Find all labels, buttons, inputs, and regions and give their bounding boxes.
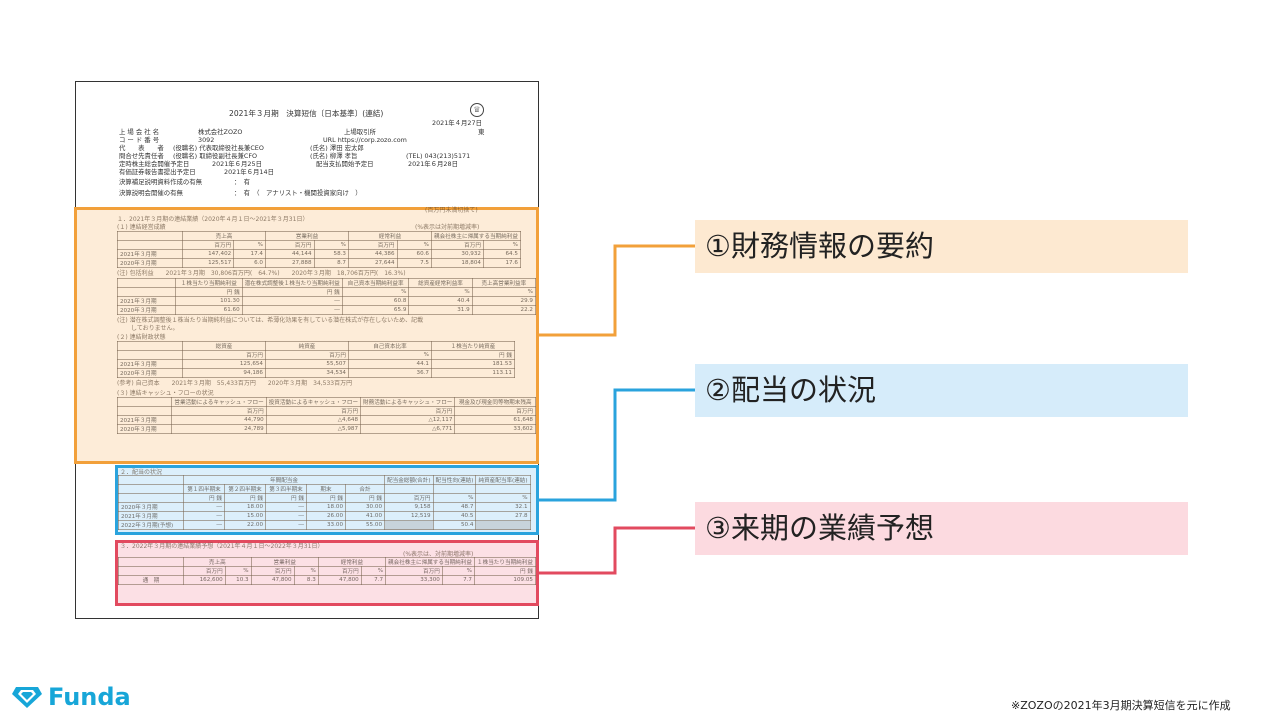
report-label: 有価証券報告書提出予定日 xyxy=(119,168,196,176)
dividend-status-label: ②配当の状況 xyxy=(695,364,1188,417)
dividend-status-highlight: ２．配当の状況 年間配当金 配当金総額(合計) 配当性向(連結) 純資産配当率(… xyxy=(115,465,539,535)
dividend-table: 年間配当金 配当金総額(合計) 配当性向(連結) 純資産配当率(連結) 第１四半… xyxy=(118,475,531,530)
financial-position-table: 総資産 純資産 自己資本比率 １株当たり純資産 百万円 百万円 % 円 銭 20… xyxy=(117,341,515,378)
company-name-label: 上 場 会 社 名 xyxy=(119,128,160,136)
unit-cell: 百万円 xyxy=(431,240,484,250)
section1a-title: (１) 連結経営成績 xyxy=(117,224,166,231)
table-row: 2021年３月期 101.30 ― 60.8 40.4 29.9 xyxy=(116,296,537,306)
orange-connector xyxy=(539,244,695,337)
exchange-label: 上場取引所 xyxy=(344,128,376,136)
comprehensive-income-note: (注) 包括利益 2021年３月期 30,806百万円( 64.7%) 2020… xyxy=(117,270,406,277)
col-header: 親会社株主に帰属する当期純利益 xyxy=(431,231,521,241)
blue-connector xyxy=(539,388,695,502)
col-header: 経常利益 xyxy=(348,231,432,241)
rep-name: (氏名) 澤田 宏太郎 xyxy=(310,144,364,152)
funda-logo: Funda xyxy=(12,683,131,711)
code: 3092 xyxy=(198,136,215,144)
unit-cell: % xyxy=(482,240,521,250)
unit-cell: % xyxy=(396,240,433,250)
code-label: コ ー ド 番 号 xyxy=(119,136,160,144)
company-name: 株式会社ZOZO xyxy=(198,128,243,136)
section1c-title: (２) 連結財政状態 xyxy=(117,334,166,341)
rep-label: 代 表 者 xyxy=(119,144,164,152)
col-group-header: 年間配当金 xyxy=(183,475,385,485)
table-row: 2020年３月期 24,789 △5,987 △6,771 33,602 xyxy=(116,424,536,434)
supplementary-label: 決算補足説明資料作成の有無 xyxy=(119,178,203,186)
table-row: 2021年３月期 44,790 △4,648 △12,117 61,648 xyxy=(116,415,536,425)
exchange: 東 xyxy=(478,128,485,136)
section3-pct-note: (%表示は、対前期増減率) xyxy=(403,551,474,558)
unit-cell: 百万円 xyxy=(348,240,398,250)
doc-title: 2021年３月期 決算短信〔日本基準〕(連結) xyxy=(229,109,384,118)
meeting-label: 決算説明会開催の有無 xyxy=(119,189,183,197)
contact-tel: (TEL) 043(213)5171 xyxy=(406,152,471,160)
report-date: 2021年６月14日 xyxy=(224,168,274,176)
xbrl-mark-icon: ♕ xyxy=(470,103,484,117)
section1d-title: (３) 連結キャッシュ・フローの状況 xyxy=(117,390,214,397)
logo-text: Funda xyxy=(48,683,131,711)
unit-note: (百万円未満切捨て) xyxy=(425,207,478,214)
financial-summary-highlight: (百万円未満切捨て) １．2021年３月期の連結業績（2020年４月１日～202… xyxy=(74,207,539,464)
table-row: 2020年３月期 61.60 ― 65.9 31.9 22.2 xyxy=(116,305,537,315)
unit-cell: % xyxy=(233,240,266,250)
source-note: ※ZOZOの2021年3月期決算短信を元に作成 xyxy=(1011,699,1231,712)
col-header: 営業利益 xyxy=(265,231,349,241)
section1-title: １．2021年３月期の連結業績（2020年４月１日～2021年３月31日） xyxy=(117,216,309,223)
supplementary-value: ： 有 xyxy=(234,178,250,186)
table-row: 2020年３月期 ― 18.00 ― 18.00 30.00 9,158 48.… xyxy=(118,502,531,512)
red-connector xyxy=(539,526,695,575)
per-share-table: １株当たり当期純利益 潜在株式調整後１株当たり当期純利益 自己資本当期純利益率 … xyxy=(116,278,537,315)
diluted-eps-note-2: しておりません。 xyxy=(131,325,179,332)
agm-date: 2021年６月25日 xyxy=(212,160,262,168)
table-row: 2021年３月期 125,654 55,507 44.1 181.53 xyxy=(117,359,515,369)
next-forecast-highlight: ３．2022年３月期の連結業績予想（2021年４月１日～2022年３月31日） … xyxy=(115,540,539,606)
company-url: URL https://corp.zozo.com xyxy=(323,136,407,144)
equity-reference-note: (参考) 自己資本 2021年３月期 55,433百万円 2020年３月期 34… xyxy=(117,380,353,387)
agm-label: 定時株主総会開催予定日 xyxy=(119,160,190,168)
table-row: 2021年３月期 147,402 17.4 44,144 58.3 44,386… xyxy=(117,249,521,259)
doc-date: 2021年４月27日 xyxy=(432,119,482,127)
table-row: 2020年３月期 94,186 34,534 36.7 113.11 xyxy=(117,368,515,378)
operating-results-table: 売上高 営業利益 経常利益 親会社株主に帰属する当期純利益 百万円 % 百万円 … xyxy=(117,231,521,268)
diluted-eps-note-1: (注) 潜在株式調整後１株当たり当期純利益については、希薄化効果を有している潜在… xyxy=(117,317,424,324)
forecast-table: 売上高 営業利益 経常利益 親会社株主に帰属する当期純利益 １株当たり当期純利益… xyxy=(118,557,536,585)
table-row: 2022年３月期(予想) ― 22.00 ― 33.00 55.00 50.4 xyxy=(118,520,531,530)
contact-label: 問合せ先責任者 xyxy=(119,152,164,160)
col-header: 売上高 xyxy=(182,231,266,241)
table-row: 通 期 162,600 10.3 47,800 8.3 47,800 7.7 3… xyxy=(118,575,536,585)
dividend-pay-label: 配当支払開始予定日 xyxy=(316,160,374,168)
contact-title: (役職名) 取締役副社長兼CFO xyxy=(173,152,258,160)
diamond-logo-icon xyxy=(12,687,42,708)
meeting-value: ： 有 （ アナリスト・機関投資家向け ） xyxy=(234,189,362,197)
table-row: 2020年３月期 125,517 6.0 27,888 8.7 27,644 7… xyxy=(117,258,521,268)
dividend-pay-date: 2021年６月28日 xyxy=(408,160,458,168)
cash-flow-table: 営業活動によるキャッシュ・フロー 投資活動によるキャッシュ・フロー 財務活動によ… xyxy=(116,397,536,434)
financial-summary-label: ①財務情報の要約 xyxy=(695,220,1188,273)
next-forecast-label: ③来期の業績予想 xyxy=(695,502,1188,555)
section2-title: ２．配当の状況 xyxy=(120,469,163,476)
unit-cell: % xyxy=(313,240,350,250)
unit-cell: 百万円 xyxy=(265,240,315,250)
unit-cell: 百万円 xyxy=(181,240,235,250)
table-row: 2021年３月期 ― 15.00 ― 26.00 41.00 12,519 40… xyxy=(118,511,531,521)
section1a-pct-note: (%表示は対前期増減率) xyxy=(415,224,480,231)
section3-title: ３．2022年３月期の連結業績予想（2021年４月１日～2022年３月31日） xyxy=(120,543,324,550)
contact-name: (氏名) 柳澤 孝旨 xyxy=(310,152,358,160)
rep-title: (役職名) 代表取締役社長兼CEO xyxy=(173,144,264,152)
